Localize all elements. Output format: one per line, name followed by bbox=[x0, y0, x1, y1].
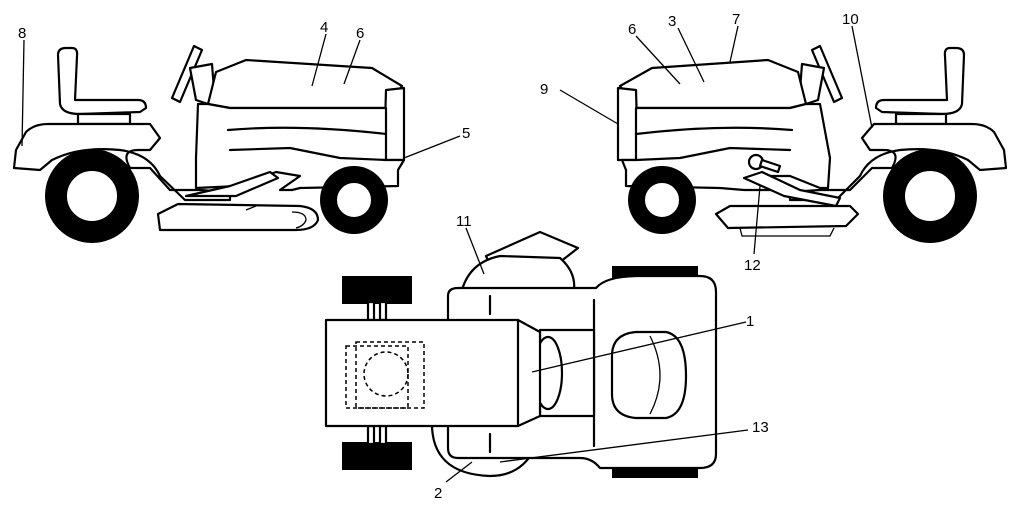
callout-8: 8 bbox=[18, 25, 26, 42]
top-front-tire-lower bbox=[342, 442, 412, 470]
top-hood bbox=[324, 318, 542, 428]
right-foot-pedal bbox=[742, 170, 842, 208]
left-seat-base bbox=[76, 112, 132, 126]
top-view-tractor bbox=[324, 230, 718, 478]
callout-13: 13 bbox=[752, 419, 769, 436]
right-steering-wheel bbox=[810, 44, 844, 104]
right-side-view-tractor bbox=[616, 44, 1008, 243]
leader-lines bbox=[21, 25, 873, 483]
left-steering-wheel bbox=[170, 44, 204, 104]
top-deck-upper bbox=[460, 254, 576, 292]
callout-6-right: 6 bbox=[628, 21, 636, 38]
left-side-view-tractor bbox=[12, 44, 406, 243]
top-seat bbox=[610, 330, 688, 420]
right-seat-base bbox=[894, 112, 948, 126]
callout-12: 12 bbox=[744, 257, 761, 274]
callout-4: 4 bbox=[320, 19, 328, 36]
callout-7: 7 bbox=[732, 11, 740, 28]
callout-10: 10 bbox=[842, 11, 859, 28]
right-mower-deck bbox=[714, 204, 860, 230]
callout-6-left: 6 bbox=[356, 25, 364, 42]
callout-11: 11 bbox=[456, 213, 472, 230]
top-engine-outline bbox=[355, 341, 425, 409]
top-front-tire-upper bbox=[342, 276, 412, 304]
callout-2: 2 bbox=[434, 485, 442, 502]
left-mower-deck bbox=[156, 202, 320, 232]
left-foot-pedal bbox=[184, 170, 280, 198]
left-hood bbox=[206, 58, 404, 110]
left-seat bbox=[56, 46, 148, 116]
right-hood bbox=[618, 58, 808, 110]
left-rear-fender bbox=[12, 122, 232, 202]
top-engine-circle bbox=[363, 351, 409, 397]
callout-3: 3 bbox=[668, 13, 676, 30]
callout-5: 5 bbox=[462, 125, 470, 142]
callout-labels: 8 4 6 5 9 6 3 7 10 12 11 1 13 2 bbox=[18, 11, 859, 502]
right-seat bbox=[874, 46, 966, 116]
callout-1: 1 bbox=[746, 313, 754, 330]
callout-9: 9 bbox=[540, 81, 548, 98]
right-rear-fender bbox=[788, 122, 1008, 202]
